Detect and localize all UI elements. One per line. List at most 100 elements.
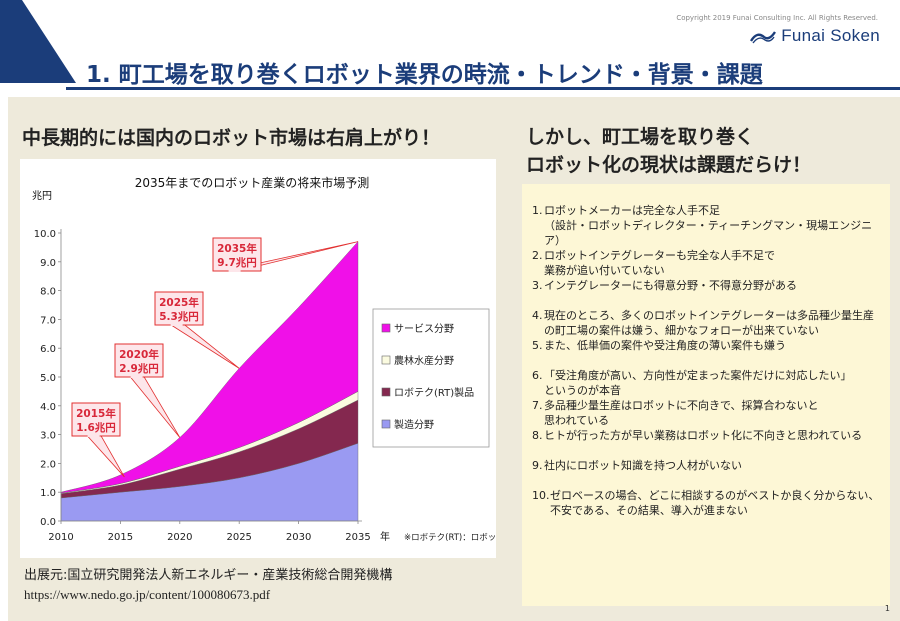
issue-text: また、低単価の案件や受注角度の薄い案件も嫌う [544, 338, 884, 368]
issue-text-line: （設計・ロボットディレクター・ティーチングマン・現場エンジニア） [544, 219, 873, 247]
issue-number: 3. [532, 279, 543, 292]
issue-item: 2.ロボットインテグレーターも完全な人手不足で業務が追い付いていない [532, 248, 884, 278]
callout-value: 5.3兆円 [159, 310, 199, 323]
issue-text: ヒトが行った方が早い業務はロボット化に不向きと思われている [544, 428, 884, 458]
issue-item: 6.「受注角度が高い、方向性が定まった案件だけに対応したい」というのが本音 [532, 368, 884, 398]
funai-logo-icon [750, 31, 777, 44]
callout-joint [130, 375, 143, 378]
issues-box: 1.ロボットメーカーは完全な人手不足 （設計・ロボットディレクター・ティーチングマ… [522, 184, 890, 606]
issue-text: ロボットメーカーは完全な人手不足 （設計・ロボットディレクター・ティーチングマン・… [544, 203, 884, 248]
x-tick-label: 2030 [286, 532, 311, 543]
brand-name: Funai Soken [781, 26, 880, 45]
issue-text-line: 現在のところ、多くのロボットインテグレーターは多品種少量生産 [544, 309, 874, 322]
issue-text-line: 思われている [544, 414, 610, 427]
source-url: https://www.nedo.go.jp/content/100080673… [24, 587, 271, 602]
issue-number: 9. [532, 459, 543, 472]
issue-text-line: 多品種少量生産はロボットに不向きで、採算合わないと [544, 399, 819, 412]
legend-label: 製造分野 [394, 418, 434, 431]
issue-number: 7. [532, 399, 543, 412]
issue-text-line: 「受注角度が高い、方向性が定まった案件だけに対応したい」 [544, 369, 852, 382]
area-series [60, 241, 359, 494]
issue-text-line: また、低単価の案件や受注角度の薄い案件も嫌う [544, 339, 786, 352]
right-heading: しかし、町工場を取り巻く ロボット化の現状は課題だらけ！ [526, 123, 811, 179]
market-forecast-chart: 2035年までのロボット産業の将来市場予測兆円 0.0 1.0 2.0 3.0 4.0 5.… [20, 159, 496, 558]
legend-swatch [381, 419, 391, 429]
issue-text: 多品種少量生産はロボットに不向きで、採算合わないと思われている [544, 398, 884, 428]
issue-text-line: 社内にロボット知識を持つ人材がいない [544, 459, 742, 472]
issue-number: 10. [532, 489, 550, 502]
issue-number: 5. [532, 339, 543, 352]
y-tick-label: 2.0 [40, 459, 56, 470]
callout-year: 2020年 [119, 348, 159, 361]
y-tick-label: 7.0 [40, 315, 56, 326]
issue-item: 8.ヒトが行った方が早い業務はロボット化に不向きと思われている [532, 428, 884, 458]
y-tick-label: 1.0 [40, 488, 56, 499]
right-heading-line1: しかし、町工場を取り巻く [526, 126, 755, 148]
callout-pointer [85, 434, 125, 478]
y-tick-label: 0.0 [40, 517, 56, 528]
issue-item: 1.ロボットメーカーは完全な人手不足 （設計・ロボットディレクター・ティーチングマ… [532, 203, 884, 248]
issue-text: 社内にロボット知識を持つ人材がいない [544, 458, 884, 488]
issue-item: 7.多品種少量生産はロボットに不向きで、採算合わないと思われている [532, 398, 884, 428]
issues-list: 1.ロボットメーカーは完全な人手不足 （設計・ロボットディレクター・ティーチングマ… [522, 184, 890, 518]
y-tick-label: 6.0 [40, 344, 56, 355]
legend-swatch [381, 323, 391, 333]
issue-item: 9.社内にロボット知識を持つ人材がいない [532, 458, 884, 488]
callout-pointer [128, 375, 181, 438]
callout-joint [87, 434, 100, 437]
chart-footnote: ※ロボテク(RT)：ロボッ [404, 533, 496, 543]
right-heading-line2: ロボット化の現状は課題だらけ！ [526, 154, 812, 176]
issue-number: 8. [532, 429, 543, 442]
copyright-text: Copyright 2019 Funai Consulting Inc. All… [676, 14, 878, 22]
y-tick-label: 9.0 [40, 258, 56, 269]
legend-swatch [381, 387, 391, 397]
issue-text-line: ヒトが行った方が早い業務はロボット化に不向きと思われている [544, 429, 863, 442]
issue-text-line: 業務が追い付いていない [544, 264, 665, 277]
x-tick-label: 2035 [345, 532, 370, 543]
issue-number: 2. [532, 249, 543, 262]
chart-title: 2035年までのロボット産業の将来市場予測 [135, 175, 370, 190]
callout-year: 2015年 [76, 407, 116, 420]
y-tick-label: 10.0 [34, 229, 56, 240]
y-tick-label: 5.0 [40, 373, 56, 384]
callout-value: 2.9兆円 [119, 362, 159, 375]
y-axis-unit: 兆円 [32, 190, 52, 202]
page-number: 1 [884, 604, 890, 613]
x-tick-label: 2015 [108, 532, 133, 543]
issue-text-line: ロボットメーカーは完全な人手不足 [544, 204, 720, 217]
issue-text: 「受注角度が高い、方向性が定まった案件だけに対応したい」というのが本音 [544, 368, 884, 398]
issue-item: 3.インテグレーターにも得意分野・不得意分野がある [532, 278, 884, 308]
legend-label: ロボテク(RT)製品 [394, 386, 474, 399]
x-tick-label: 2010 [48, 532, 73, 543]
issue-number: 1. [532, 204, 543, 217]
title-underline [66, 87, 900, 90]
y-tick-label: 8.0 [40, 287, 56, 298]
issue-number: 4. [532, 309, 543, 322]
y-tick-label: 3.0 [40, 431, 56, 442]
issue-text-line: 不安である、その結果、導入が進まない [550, 504, 748, 517]
callout-joint [228, 269, 241, 272]
callout-value: 9.7兆円 [217, 256, 257, 269]
issue-text: ゼロベースの場合、どこに相談するのがベストか良く分からない、不安である、その結果… [550, 488, 884, 518]
legend-box [372, 308, 490, 448]
callout-value: 1.6兆円 [76, 421, 116, 434]
issue-item: 4.現在のところ、多くのロボットインテグレーターは多品種少量生産の町工場の案件は… [532, 308, 884, 338]
callout-box [212, 237, 262, 272]
issue-text: 現在のところ、多くのロボットインテグレーターは多品種少量生産の町工場の案件は嫌う… [544, 308, 884, 338]
issue-text-line: の町工場の案件は嫌う、細かなフォローが出来ていない [544, 324, 819, 337]
source-citation: 出展元:国立研究開発法人新エネルギー・産業技術総合開発機構 https://ww… [24, 566, 392, 604]
callout-year: 2035年 [217, 242, 257, 255]
legend-label: サービス分野 [394, 323, 454, 335]
issue-text-line: ロボットインテグレーターも完全な人手不足で [544, 249, 775, 262]
issue-item: 5.また、低単価の案件や受注角度の薄い案件も嫌う [532, 338, 884, 368]
y-tick-label: 4.0 [40, 402, 56, 413]
issue-text-line: ゼロベースの場合、どこに相談するのがベストか良く分からない、 [550, 489, 880, 502]
issue-text: インテグレーターにも得意分野・不得意分野がある [544, 278, 884, 308]
left-heading: 中長期的には国内のロボット市場は右肩上がり！ [22, 127, 441, 149]
issue-text-line: というのが本音 [544, 384, 621, 397]
callout-year: 2025年 [159, 296, 199, 309]
issue-item: 10.ゼロベースの場合、どこに相談するのがベストか良く分からない、不安である、そ… [532, 488, 884, 518]
callout-joint [170, 323, 183, 326]
x-tick-label: 2025 [226, 532, 251, 543]
